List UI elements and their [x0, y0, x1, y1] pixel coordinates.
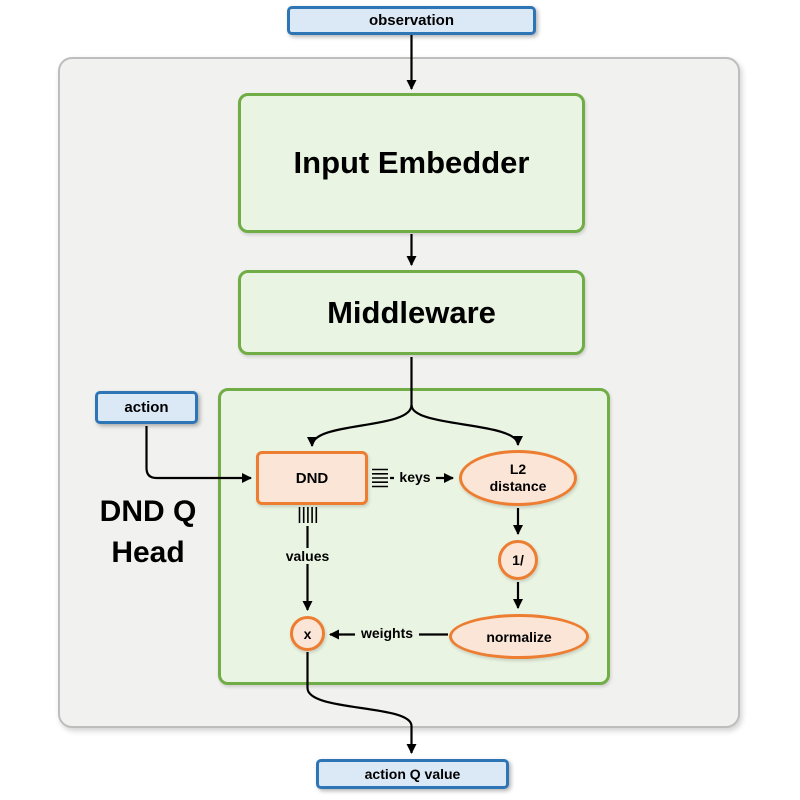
input-embedder-label: Input Embedder [293, 145, 530, 180]
reciprocal-label: 1/ [512, 552, 524, 568]
edge-multiply-to-action-q-value [306, 652, 417, 754]
action-q-value-label: action Q value [364, 766, 461, 782]
normalize-node: normalize [449, 614, 589, 659]
action-node: action [95, 391, 198, 424]
keys-bundle-icon [372, 468, 388, 488]
reciprocal-node: 1/ [498, 540, 538, 580]
values-bundle-icon [298, 507, 318, 523]
observation-node: observation [287, 6, 536, 35]
normalize-label: normalize [486, 628, 552, 645]
input-embedder-node: Input Embedder [238, 93, 585, 233]
keys-edge-label: keys [394, 469, 436, 485]
middleware-node: Middleware [238, 270, 585, 355]
dnd-node: DND [256, 451, 368, 505]
weights-edge-label: weights [355, 625, 419, 641]
action-label: action [124, 399, 169, 416]
dnd-q-head-title: DND Q Head [99, 495, 197, 569]
multiply-label: x [303, 625, 312, 642]
values-edge-label: values [277, 548, 338, 564]
multiply-node: x [290, 616, 325, 651]
observation-label: observation [368, 12, 455, 29]
middleware-label: Middleware [327, 294, 496, 330]
edge-trunk-to-dnd [307, 404, 413, 447]
l2-distance-label: L2 distance [489, 461, 547, 494]
edge-trunk-to-l2 [410, 404, 523, 446]
action-q-value-node: action Q value [316, 759, 509, 789]
dnd-label: DND [295, 469, 329, 487]
edge-action-to-dnd [145, 426, 252, 483]
l2-distance-node: L2 distance [459, 450, 577, 506]
